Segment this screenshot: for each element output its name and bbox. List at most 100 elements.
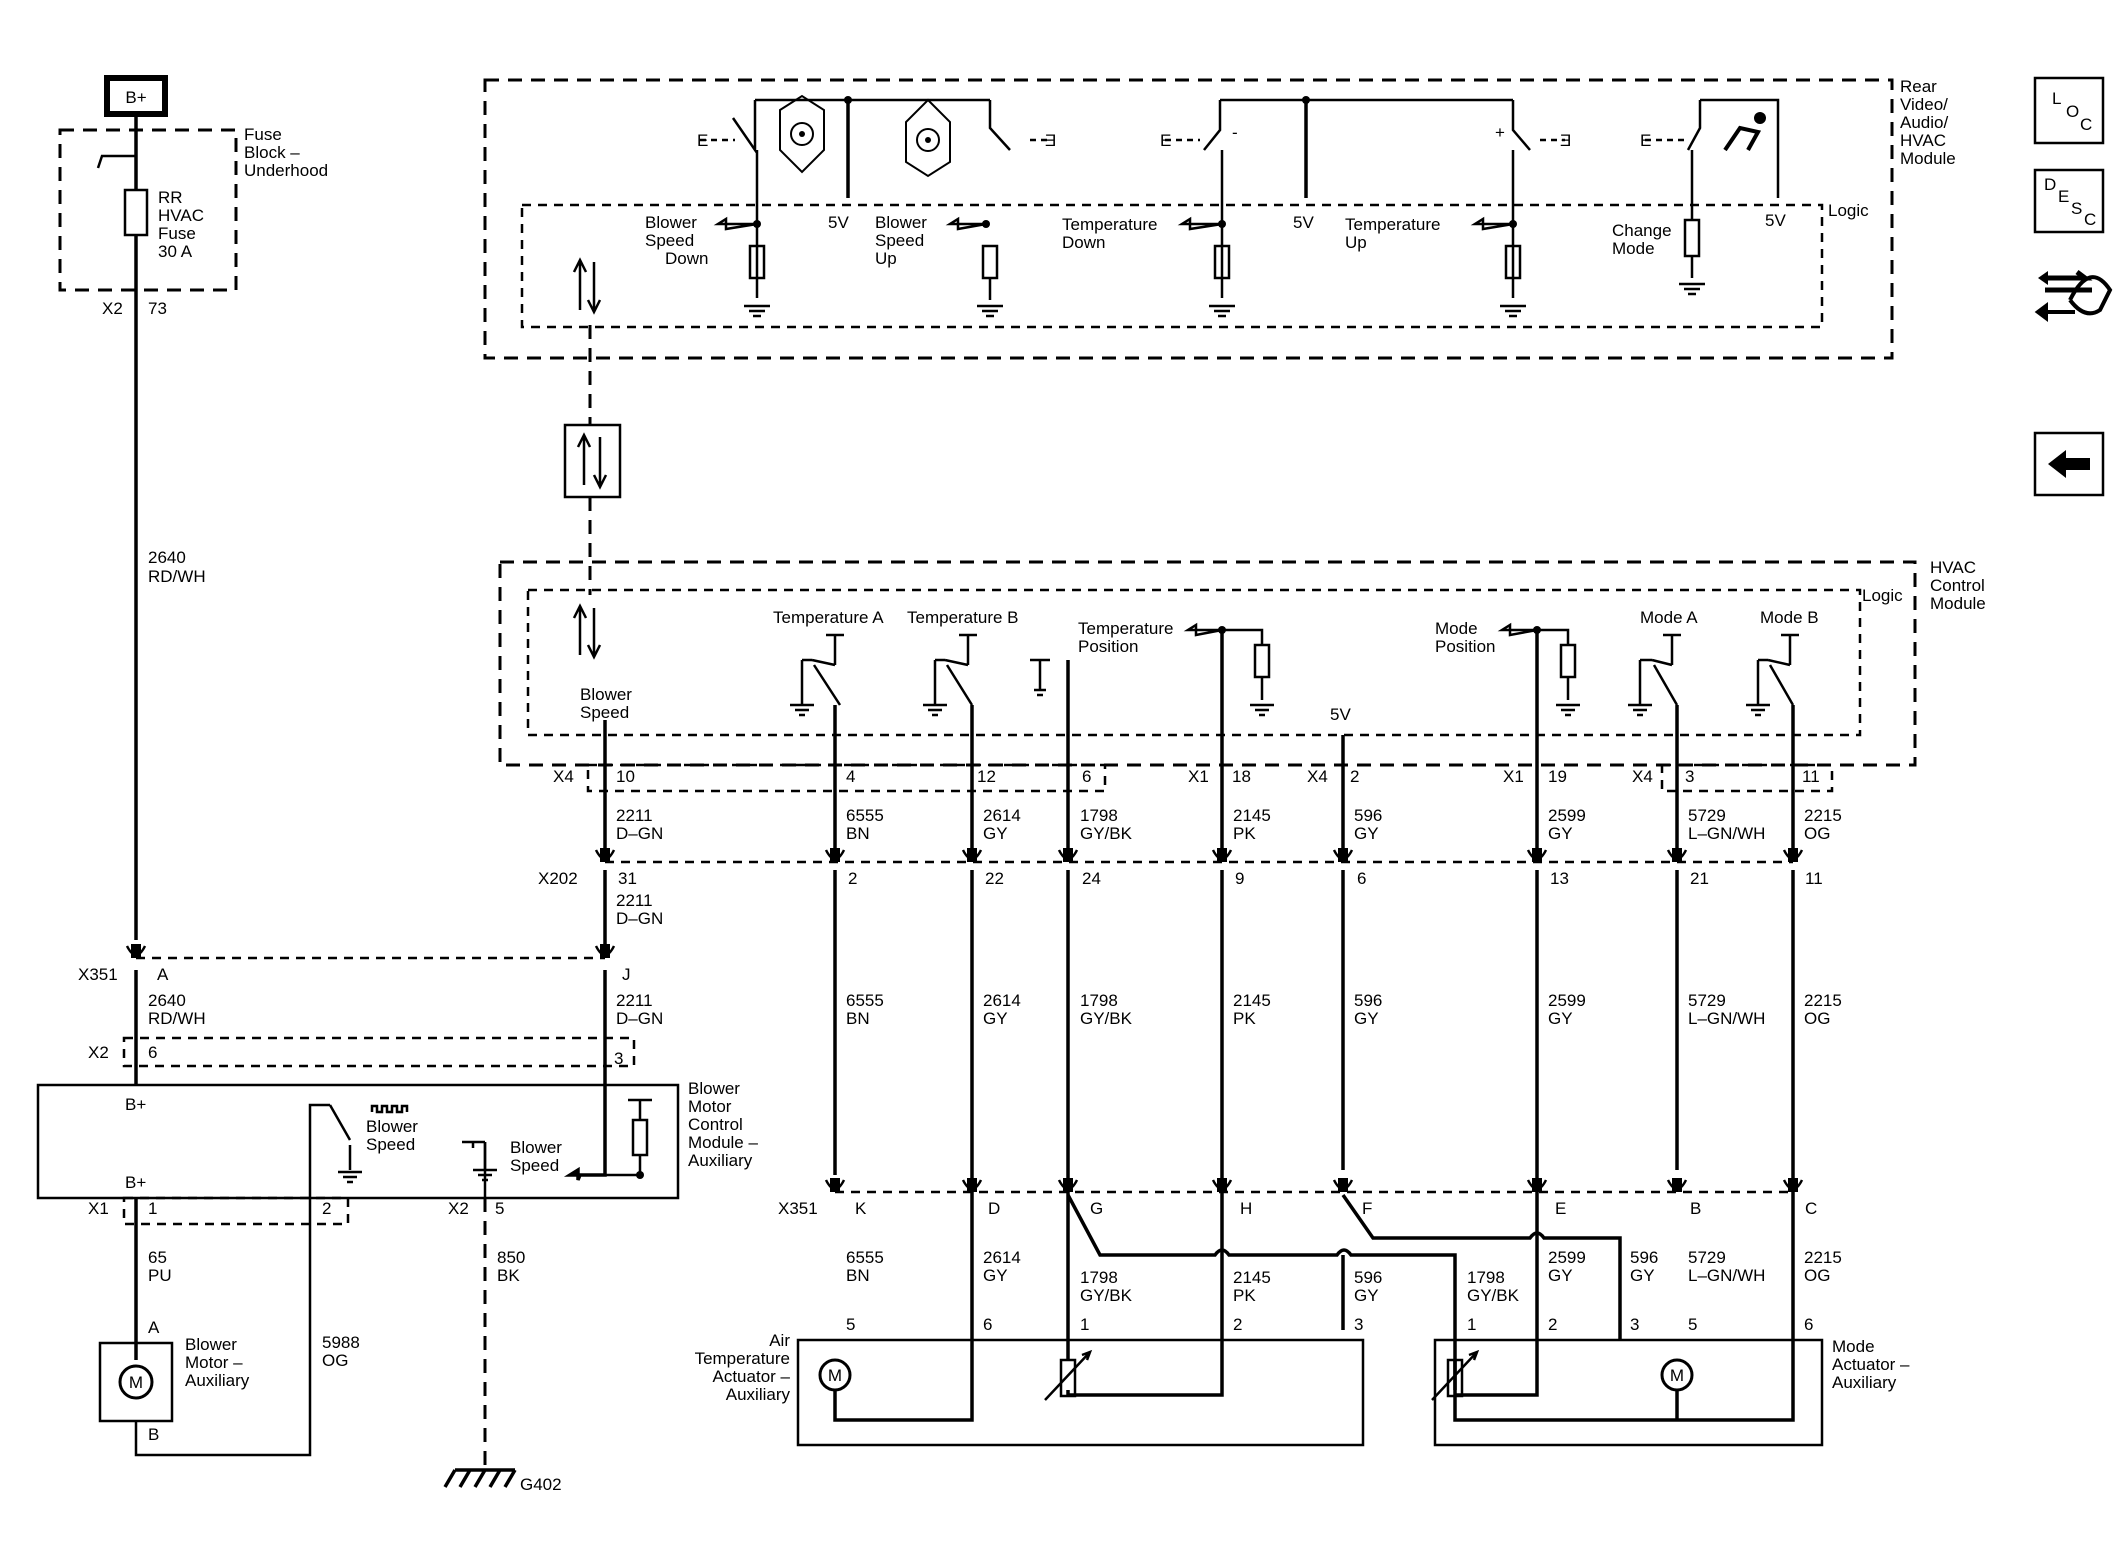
rear-5v-3: 5V (1765, 211, 1786, 230)
svg-text:Blower: Blower (580, 685, 632, 704)
svg-text:Temperature: Temperature (1078, 619, 1173, 638)
svg-text:Fuse: Fuse (244, 125, 282, 144)
mode-outer-wire (1453, 1170, 1795, 1422)
svg-text:E: E (1640, 131, 1651, 150)
svg-text:GY: GY (1548, 1009, 1573, 1028)
svg-text:21: 21 (1690, 869, 1709, 888)
svg-text:Air: Air (769, 1331, 790, 1350)
back-button[interactable] (2033, 431, 2105, 497)
svg-text:Control: Control (1930, 576, 1985, 595)
svg-text:Speed: Speed (875, 231, 924, 250)
svg-text:6: 6 (1082, 767, 1091, 786)
location-button[interactable]: L O C (2033, 76, 2105, 145)
svg-text:31: 31 (618, 869, 637, 888)
mode-actuator-label: Mode Actuator – Auxiliary (1832, 1337, 1910, 1392)
svg-text:24: 24 (1082, 869, 1101, 888)
svg-text:HVAC: HVAC (158, 206, 204, 225)
fuse-block-label: Fuse Block – Underhood (244, 125, 328, 180)
rear-logic-label: Logic (1828, 201, 1869, 220)
x2-connector (122, 1036, 636, 1068)
svg-text:1: 1 (1080, 1315, 1089, 1334)
mode-actuator-box (1433, 1338, 1824, 1447)
temp-b-label: Temperature B (907, 608, 1019, 627)
svg-text:Mode: Mode (1435, 619, 1478, 638)
svg-text:Motor: Motor (688, 1097, 732, 1116)
mode-b-label: Mode B (1760, 608, 1819, 627)
svg-text:C: C (1805, 1199, 1817, 1218)
svg-text:6: 6 (1804, 1315, 1813, 1334)
svg-text:Speed: Speed (366, 1135, 415, 1154)
x1-label: X1 (88, 1199, 109, 1218)
svg-text:2599: 2599 (1548, 991, 1586, 1010)
wire-5988 (134, 1198, 312, 1457)
svg-text:Ǝ: Ǝ (1560, 131, 1571, 150)
svg-text:Speed: Speed (510, 1156, 559, 1175)
harness-wires (603, 630, 1795, 1175)
svg-text:Block –: Block – (244, 143, 300, 162)
svg-text:HVAC: HVAC (1900, 131, 1946, 150)
fuse-symbol (123, 188, 149, 237)
svg-text:19: 19 (1548, 767, 1567, 786)
svg-text:6: 6 (983, 1315, 992, 1334)
x202-connector-symbols (594, 848, 1804, 862)
svg-text:Actuator –: Actuator – (1832, 1355, 1910, 1374)
svg-text:Change: Change (1612, 221, 1672, 240)
svg-text:BN: BN (846, 1009, 870, 1028)
description-button[interactable]: D E S C (2033, 168, 2105, 234)
svg-text:M: M (1670, 1366, 1684, 1385)
svg-text:Blower: Blower (510, 1138, 562, 1157)
svg-text:Blower: Blower (645, 213, 697, 232)
svg-text:3: 3 (1354, 1315, 1363, 1334)
svg-text:Module –: Module – (688, 1133, 758, 1152)
blower-ctrl-module-box (36, 1083, 680, 1200)
svg-text:11: 11 (1802, 767, 1820, 786)
ground-g402-icon (443, 1468, 517, 1488)
svg-text:5: 5 (846, 1315, 855, 1334)
svg-text:1798: 1798 (1080, 806, 1118, 825)
serial-data-rear-icon (572, 257, 602, 315)
seat-icon (1723, 112, 1766, 152)
svg-text:Actuator –: Actuator – (713, 1367, 791, 1386)
x1-pin2: 2 (322, 1199, 331, 1218)
svg-text:2: 2 (1548, 1315, 1557, 1334)
x4-connector-a (586, 763, 1107, 793)
blower-ground-internal (462, 1140, 497, 1182)
blower-motor-pin-a: A (148, 1318, 160, 1337)
svg-text:2: 2 (1350, 767, 1359, 786)
serial-data-gateway-icon (563, 423, 622, 499)
svg-text:Position: Position (1435, 637, 1495, 656)
x202-label: X202 (538, 869, 578, 888)
svg-text:OG: OG (1804, 824, 1830, 843)
hvac-logic-outline (526, 588, 1862, 737)
hvac-pin-labels: X4 10 4 12 6 X1 18 X4 2 X1 19 X4 3 11 (553, 767, 1820, 786)
svg-text:2640: 2640 (148, 548, 186, 567)
hvac-switches (790, 622, 1799, 717)
svg-text:596: 596 (1354, 1268, 1382, 1287)
svg-text:E: E (2058, 187, 2069, 206)
svg-text:22: 22 (985, 869, 1004, 888)
svg-text:GY: GY (1630, 1266, 1655, 1285)
svg-text:Speed: Speed (645, 231, 694, 250)
connector-exchange-icon[interactable] (2034, 270, 2113, 322)
svg-text:18: 18 (1232, 767, 1251, 786)
svg-text:Down: Down (1062, 233, 1105, 252)
rear-5v-1: 5V (828, 213, 849, 232)
temp-a-label: Temperature A (773, 608, 884, 627)
fan-up-icon (905, 98, 951, 178)
blower-motor-label: Blower Motor – Auxiliary (185, 1335, 250, 1390)
svg-text:1798: 1798 (1080, 991, 1118, 1010)
svg-text:GY: GY (983, 1009, 1008, 1028)
svg-text:Auxiliary: Auxiliary (688, 1151, 753, 1170)
mode-pot-wire (1455, 1170, 1539, 1397)
air-temp-potentiometer (1044, 1349, 1093, 1401)
svg-text:GY/BK: GY/BK (1080, 1009, 1133, 1028)
svg-text:11: 11 (1805, 869, 1823, 888)
blower-motor-icon: M (118, 1364, 154, 1400)
x351-left-label: X351 (78, 965, 118, 984)
wire-label-2211-lower: 2211 D–GN (616, 991, 663, 1028)
svg-text:L–GN/WH: L–GN/WH (1688, 1266, 1765, 1285)
svg-text:GY: GY (1354, 1009, 1379, 1028)
svg-text:2145: 2145 (1233, 991, 1271, 1010)
